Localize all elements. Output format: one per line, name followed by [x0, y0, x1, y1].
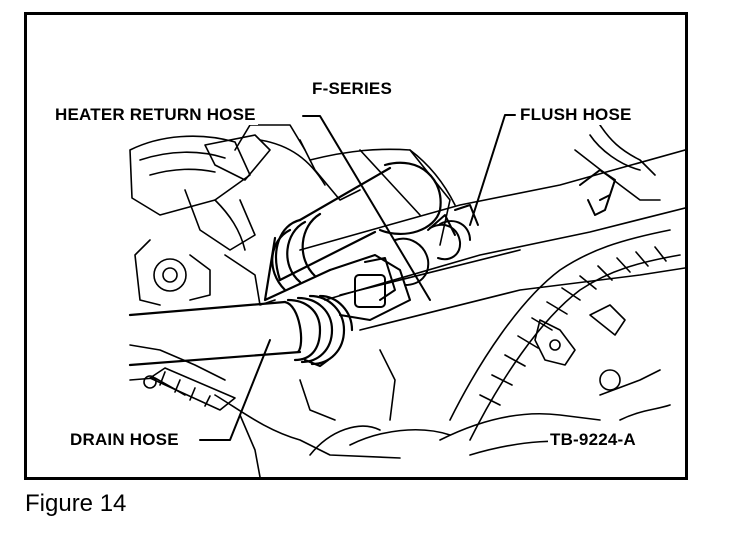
radiator-panel — [309, 148, 456, 246]
flush-hose-clamp — [429, 169, 616, 261]
figure-caption: Figure 14 — [25, 490, 127, 517]
figure-code-label: TB-9224-A — [548, 430, 638, 450]
wiring-loom — [449, 229, 681, 441]
series-label: F-SERIES — [310, 79, 395, 99]
flush-hose-label: FLUSH HOSE — [518, 105, 634, 125]
drain-hose — [128, 294, 354, 368]
figure-frame — [24, 12, 688, 480]
heater-return-hose-label: HEATER RETURN HOSE — [53, 105, 258, 125]
leader-lines — [199, 114, 516, 441]
drain-hose-label: DRAIN HOSE — [68, 430, 181, 450]
connector — [143, 367, 236, 411]
heater-return-hose — [263, 161, 442, 302]
